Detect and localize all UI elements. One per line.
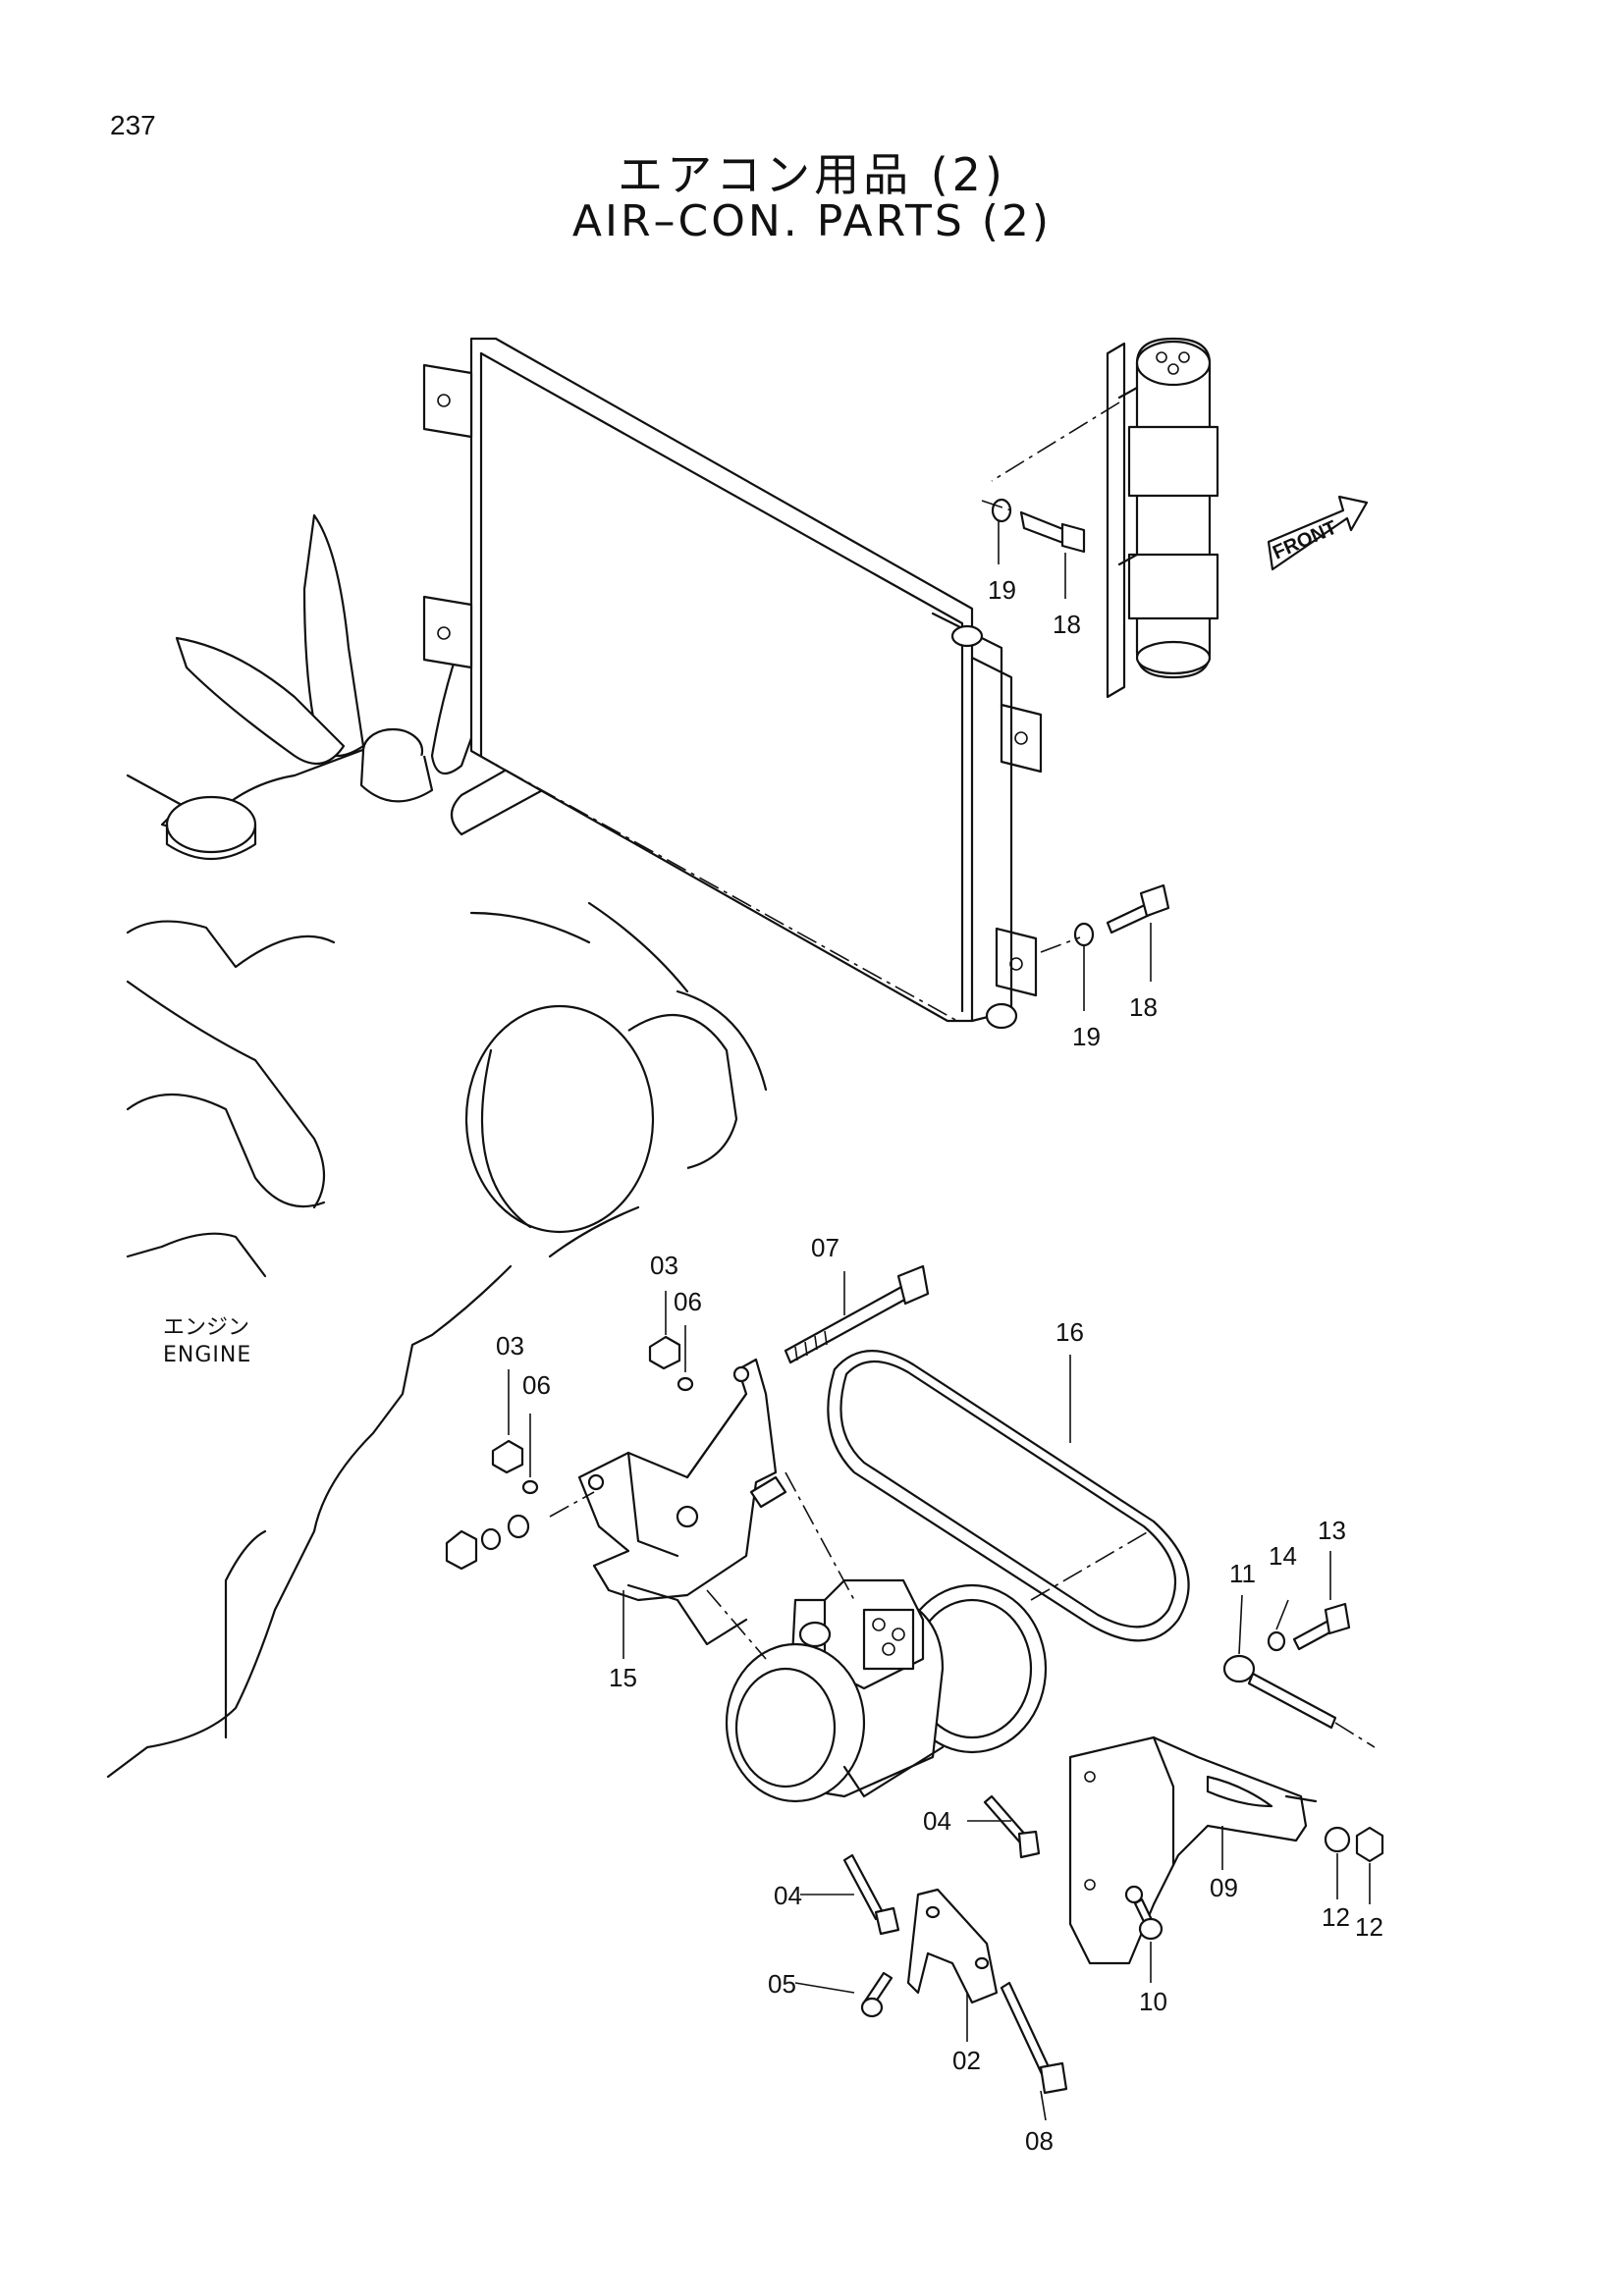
callout-08: 08	[1025, 2126, 1054, 2156]
callout-06-left: 06	[522, 1370, 551, 1400]
long-bolt	[784, 1264, 930, 1364]
page-number: 237	[110, 110, 156, 140]
page-title-japanese: エアコン用品 (2)	[618, 148, 1006, 201]
engine-label-english: ENGINE	[163, 1343, 252, 1367]
adjusting-bracket	[1068, 1735, 1318, 1965]
small-support-bracket	[906, 1888, 999, 2004]
callout-labels: 19 18 19 18 07 03 06 03 06 16 13 14 11 1…	[496, 575, 1383, 2156]
callout-11: 11	[1229, 1559, 1256, 1588]
callout-19-upper: 19	[988, 575, 1016, 605]
callout-03-right: 03	[650, 1251, 678, 1280]
callout-04-left: 04	[774, 1881, 802, 1910]
callout-05: 05	[768, 1969, 796, 1999]
callout-18-lower: 18	[1129, 992, 1158, 1022]
front-direction-arrow: FRONT	[1267, 495, 1369, 571]
callout-06-right: 06	[674, 1287, 702, 1316]
callout-10: 10	[1139, 1987, 1167, 2016]
callout-09: 09	[1210, 1873, 1238, 1902]
compressor-bolts	[842, 1794, 1041, 1936]
callout-04-right: 04	[923, 1806, 951, 1836]
long-lower-bolt	[1000, 1981, 1068, 2095]
callout-19-lower: 19	[1072, 1022, 1101, 1051]
callout-14: 14	[1269, 1541, 1297, 1571]
callout-15: 15	[609, 1663, 637, 1692]
page-title-english: AIR–CON. PARTS (2)	[571, 196, 1053, 246]
callout-16: 16	[1056, 1317, 1084, 1347]
lower-bolt-and-washer	[1040, 883, 1170, 953]
small-screw	[860, 1971, 893, 2018]
receiver-drier	[991, 337, 1219, 699]
adjusting-nuts	[1324, 1826, 1384, 1863]
condenser	[422, 337, 1043, 1030]
adjusting-bolt-set	[1222, 1602, 1376, 1748]
front-arrow-label: FRONT	[1270, 516, 1340, 563]
callout-02: 02	[952, 2046, 981, 2075]
drive-belt	[827, 1350, 1190, 1642]
nuts-and-washers	[445, 1335, 694, 1571]
callout-12-left: 12	[1322, 1902, 1350, 1932]
callout-leaders	[508, 520, 1371, 2121]
upper-bolt-and-washer	[981, 498, 1086, 554]
compressor	[706, 1471, 1048, 1803]
callout-13: 13	[1318, 1516, 1346, 1545]
bracket-mount-bolt	[1124, 1885, 1164, 1941]
compressor-bracket	[577, 1358, 787, 1646]
callout-18-upper: 18	[1053, 610, 1081, 639]
callout-07: 07	[811, 1233, 839, 1262]
engine-label-japanese: エンジン	[163, 1315, 250, 1340]
callout-12-right: 12	[1355, 1912, 1383, 1942]
callout-03-left: 03	[496, 1331, 524, 1361]
